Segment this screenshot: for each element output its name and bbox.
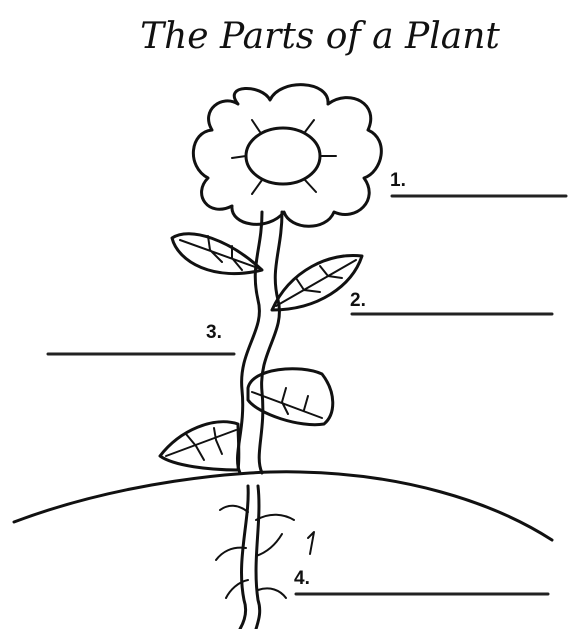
label-number-3: 3.	[206, 322, 222, 343]
flower-center	[246, 128, 320, 184]
ground-line	[14, 472, 552, 540]
stem	[237, 212, 282, 473]
flower	[193, 85, 381, 227]
leaf-lower-left	[160, 422, 239, 470]
label-number-4: 4.	[294, 568, 310, 589]
page-title: The Parts of a Plant	[140, 16, 500, 57]
roots	[216, 486, 314, 629]
label-number-1: 1.	[390, 170, 406, 191]
label-number-2: 2.	[350, 290, 366, 311]
leaf-upper-left	[172, 234, 262, 274]
flower-petals	[193, 85, 381, 227]
leaf-upper-right	[272, 255, 362, 310]
